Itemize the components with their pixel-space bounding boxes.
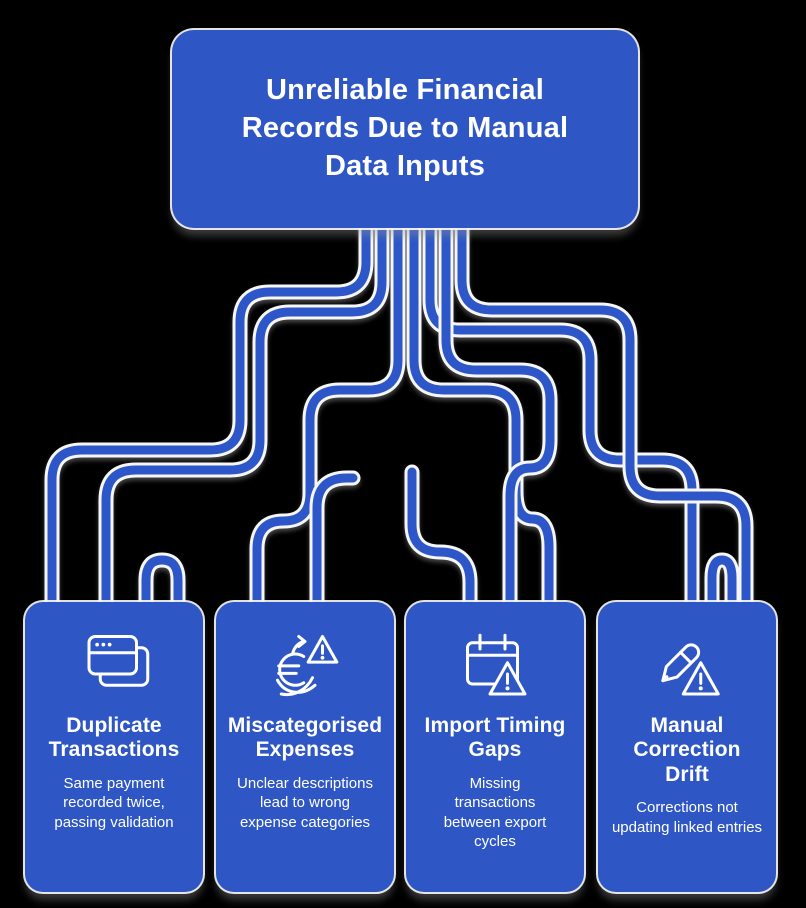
trace-root-to-card2 bbox=[249, 212, 406, 620]
pencil-warning-icon bbox=[647, 624, 727, 704]
root-title: Unreliable Financial Records Due to Manu… bbox=[242, 72, 568, 185]
card-miscategorised-expenses: Miscategorised Expenses Unclear descript… bbox=[216, 602, 394, 892]
trace-stub-card2 bbox=[309, 470, 361, 620]
trace-root-to-card4-b bbox=[454, 212, 754, 620]
trace-arch-card1 bbox=[138, 552, 186, 620]
trace-root-to-card3-b bbox=[438, 212, 558, 620]
root-title-line: Data Inputs bbox=[324, 149, 486, 182]
card-title: Miscategorised Expenses bbox=[227, 714, 383, 762]
currency-warning-icon bbox=[265, 624, 345, 704]
card-import-timing-gaps: Import Timing Gaps Missing transactions … bbox=[406, 602, 584, 892]
root-title-line: Unreliable Financial bbox=[266, 74, 544, 107]
trace-root-to-card1-b bbox=[98, 212, 390, 620]
card-title: Duplicate Transactions bbox=[48, 714, 180, 762]
card-description: Unclear descriptions lead to wrong expen… bbox=[237, 774, 373, 831]
card-description: Same payment recorded twice, passing val… bbox=[54, 774, 174, 831]
trace-arch-card4 bbox=[704, 552, 740, 620]
calendar-warning-icon bbox=[455, 624, 535, 704]
trace-root-to-card3-a bbox=[406, 212, 557, 620]
card-manual-correction-drift: Manual Correction Drift Corrections not … bbox=[598, 602, 776, 892]
card-description: Missing transactions between export cycl… bbox=[443, 774, 547, 851]
trace-stub-card3 bbox=[404, 464, 478, 620]
root-title-line: Records Due to Manual bbox=[241, 112, 569, 145]
card-duplicate-transactions: Duplicate Transactions Same payment reco… bbox=[25, 602, 203, 892]
card-description: Corrections not updating linked entries bbox=[611, 799, 763, 836]
card-title: Manual Correction Drift bbox=[633, 714, 741, 786]
duplicate-windows-icon bbox=[74, 624, 154, 704]
root-problem-box: Unreliable Financial Records Due to Manu… bbox=[172, 30, 638, 228]
trace-root-to-card1-a bbox=[44, 212, 374, 620]
card-title: Import Timing Gaps bbox=[424, 714, 566, 762]
